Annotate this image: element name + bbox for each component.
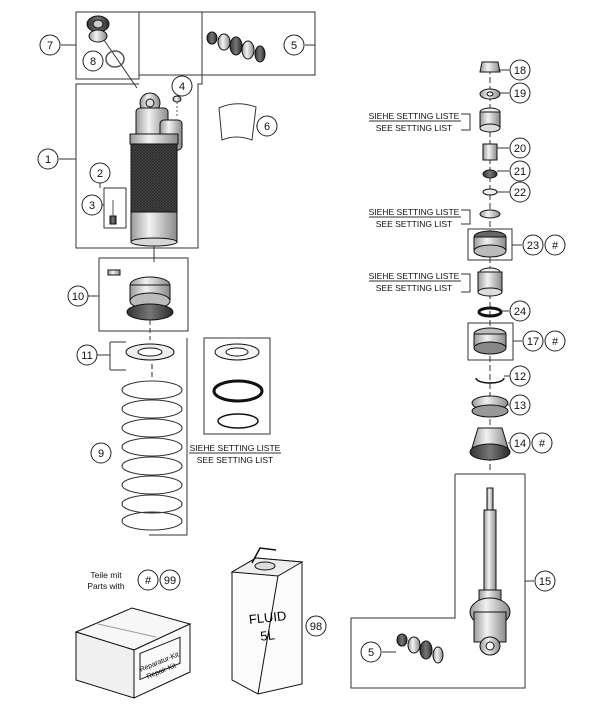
- callout-21-circle: [509, 160, 531, 182]
- callout-4: 4: [179, 81, 185, 93]
- callout-12: 12: [514, 371, 526, 383]
- hash-14: #: [539, 438, 546, 450]
- callout-9: 9: [98, 448, 104, 460]
- callout-1: 1: [45, 154, 51, 166]
- callout-6-circle: [256, 115, 278, 137]
- callout-19: 19: [514, 88, 526, 100]
- callout-19-circle: [509, 82, 531, 104]
- callout-8-circle: [82, 50, 104, 72]
- hash-17-circle: [544, 330, 566, 352]
- callout-7-circle: [39, 34, 61, 56]
- callout-9-circle: [90, 442, 112, 464]
- part-99-repair-box: [74, 607, 192, 699]
- hash-legend: #: [145, 575, 152, 587]
- callout-22: 22: [514, 187, 526, 199]
- callout-8: 8: [90, 56, 96, 68]
- callout-circles: [37, 34, 566, 663]
- callout-23-circle: [522, 234, 544, 256]
- callout-23: 23: [527, 240, 539, 252]
- callout-3: 3: [89, 200, 95, 212]
- callout-14-circle: [509, 432, 531, 454]
- callout-5a: 5: [291, 40, 297, 52]
- setting-note-en-1: SEE SETTING LIST: [376, 123, 453, 133]
- callout-17: 17: [527, 336, 539, 348]
- callout-3-circle: [81, 194, 103, 216]
- part-8-ring: [105, 50, 125, 68]
- callout-18: 18: [514, 65, 526, 77]
- part-98-fluid-canister: [230, 547, 304, 695]
- frame-lines: [75, 11, 316, 536]
- canister-label-2: 5L: [260, 627, 276, 643]
- frame-part-11-kit: [203, 337, 271, 435]
- callout-5b-circle: [360, 641, 382, 663]
- part-4-screw: [172, 95, 182, 118]
- callout-24-circle: [509, 300, 531, 322]
- frame-part-5: [201, 11, 316, 76]
- part-11-plates: [125, 343, 264, 429]
- callout-5b: 5: [368, 647, 374, 659]
- callout-7: 7: [47, 40, 53, 52]
- callout-1-circle: [37, 148, 59, 170]
- callout-6: 6: [264, 121, 270, 133]
- callout-10: 10: [72, 291, 84, 303]
- frame-part-2-3: [103, 187, 127, 229]
- callout-14: 14: [514, 438, 526, 450]
- callout-12-circle: [509, 365, 531, 387]
- callout-98-circle: [305, 615, 327, 637]
- callout-99: 99: [164, 575, 176, 587]
- callout-18-circle: [509, 59, 531, 81]
- frame-part-10: [98, 257, 189, 332]
- callout-17-circle: [522, 330, 544, 352]
- part-3-valve: [109, 200, 117, 225]
- setting-note-de-3: SIEHE SETTING LISTE: [369, 271, 460, 281]
- part-9-spring: [121, 364, 183, 531]
- callout-99-circle: [159, 569, 181, 591]
- callout-98: 98: [310, 621, 322, 633]
- callout-20: 20: [514, 143, 526, 155]
- part-5-seal-kit-bottom: [396, 633, 444, 664]
- legend-line-2: Parts with: [87, 581, 125, 591]
- callout-2: 2: [97, 168, 103, 180]
- callout-15-circle: [534, 570, 556, 592]
- callout-24: 24: [514, 306, 526, 318]
- part-10-adjuster: [107, 269, 174, 340]
- setting-note-en-left: SEE SETTING LIST: [197, 455, 274, 465]
- hash-14-circle: [531, 432, 553, 454]
- part-6-sheet: [218, 103, 257, 141]
- hash-23: #: [552, 240, 559, 252]
- legend-line-1: Teile mit: [90, 570, 122, 580]
- part-5-seal-kit-top: [206, 31, 266, 63]
- part-1-shock-body: [129, 92, 183, 262]
- callout-5a-circle: [283, 34, 305, 56]
- part-7-eyelet: [86, 15, 138, 89]
- hash-17: #: [552, 336, 559, 348]
- callout-10-circle: [67, 285, 89, 307]
- hash-23-circle: [544, 234, 566, 256]
- setting-note-de-1: SIEHE SETTING LISTE: [369, 111, 460, 121]
- callout-11-circle: [76, 344, 98, 366]
- callout-21: 21: [514, 166, 526, 178]
- callout-13: 13: [514, 400, 526, 412]
- callout-15: 15: [539, 576, 551, 588]
- right-column-parts: [469, 61, 511, 656]
- canister-label-1: FLUID: [248, 608, 287, 627]
- callout-22-circle: [509, 181, 531, 203]
- hash-legend-circle: [137, 569, 159, 591]
- callout-13-circle: [509, 394, 531, 416]
- setting-note-de-2: SIEHE SETTING LISTE: [369, 207, 460, 217]
- callout-20-circle: [509, 137, 531, 159]
- setting-note-de-left: SIEHE SETTING LISTE: [190, 443, 281, 453]
- setting-note-en-3: SEE SETTING LIST: [376, 283, 453, 293]
- callout-2-circle: [89, 162, 111, 184]
- setting-note-en-2: SEE SETTING LIST: [376, 219, 453, 229]
- callout-4-circle: [171, 75, 193, 97]
- callout-11: 11: [81, 350, 92, 362]
